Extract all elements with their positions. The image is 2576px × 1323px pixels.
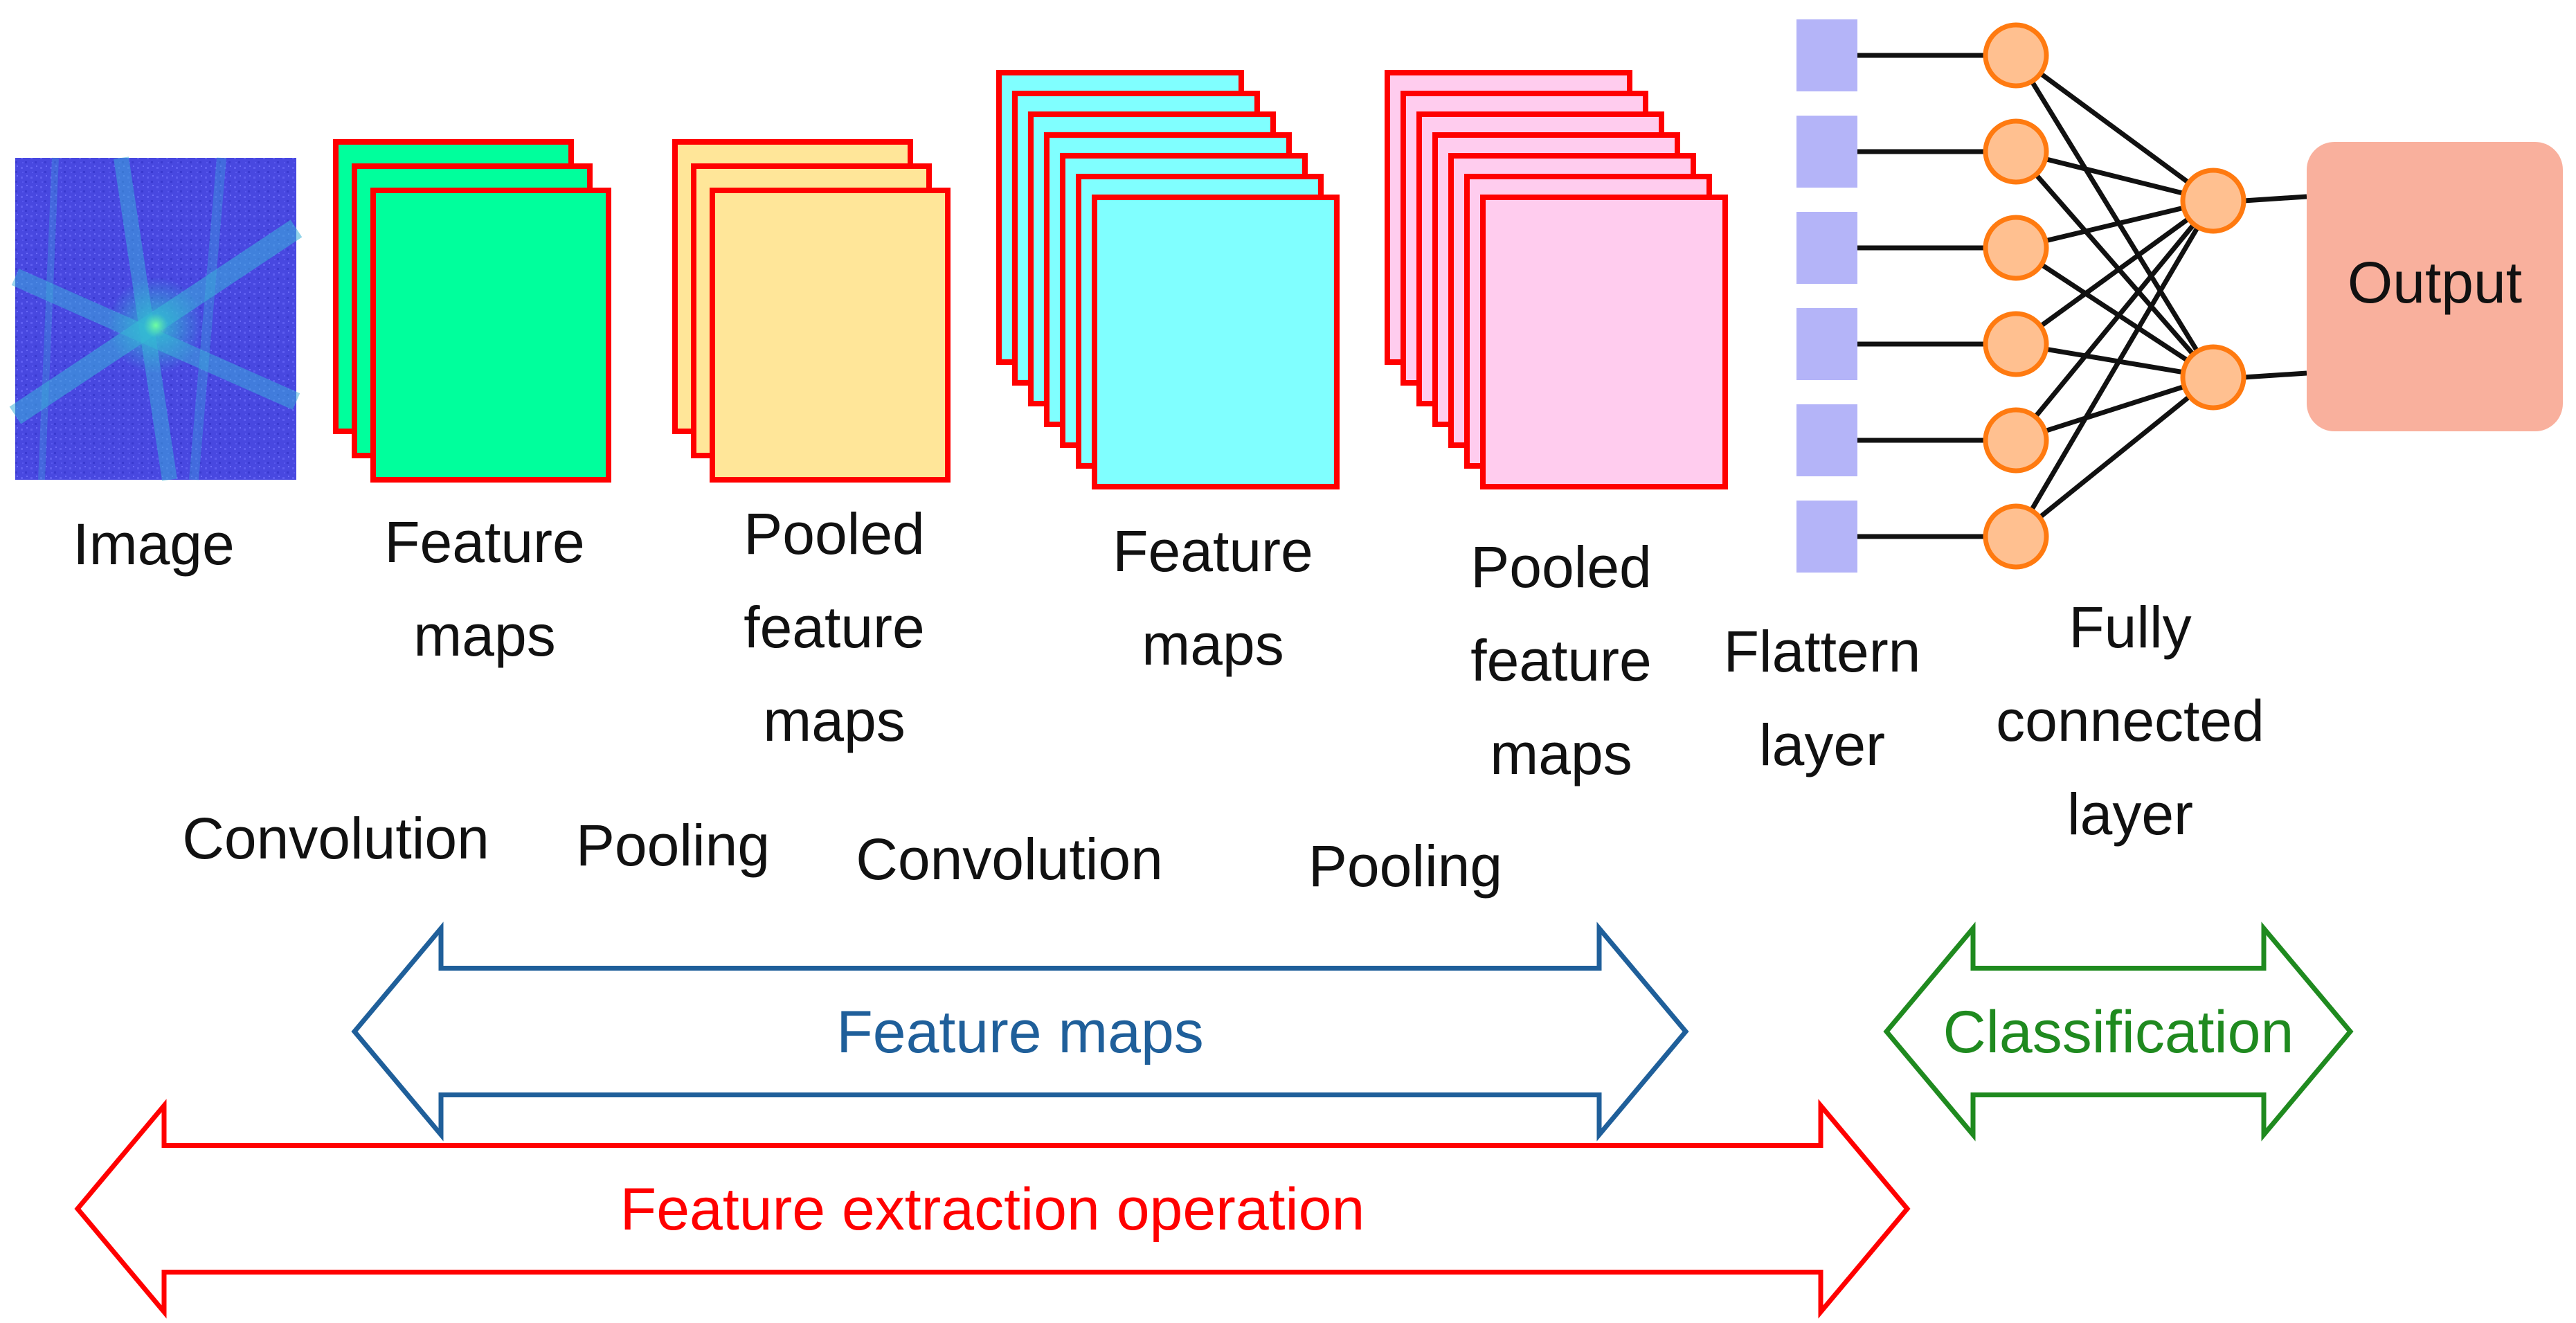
hidden-neuron (1983, 311, 2049, 377)
pooling-label-1: Pooling (576, 813, 770, 878)
pooled-feature-maps-stack-1 (672, 139, 951, 483)
dense-connection (2015, 149, 2214, 204)
hidden-neuron (1983, 215, 2049, 281)
dense-connection (2015, 246, 2215, 379)
feature-maps-arrow-label: Feature maps (836, 999, 1204, 1065)
flatten-unit (1796, 19, 1857, 91)
output-connection (2243, 194, 2307, 204)
feature-map-sheet (370, 188, 611, 483)
feature-map-sheet (1092, 195, 1340, 489)
pooling-label-2: Pooling (1308, 834, 1502, 899)
dense-connection (2014, 199, 2215, 442)
flatten-unit (1796, 501, 1857, 573)
feature-maps-stack-2 (996, 70, 1340, 489)
feature-extraction-arrow-label: Feature extraction operation (620, 1176, 1365, 1243)
output-connection (2243, 370, 2307, 380)
output-label: Output (2348, 250, 2522, 315)
output-neuron (2180, 168, 2246, 234)
hidden-neuron (1983, 503, 2049, 570)
dense-connection (2014, 199, 2215, 346)
feature-maps-stack-1 (333, 139, 611, 483)
feature-map-sheet (1480, 195, 1728, 489)
hidden-neuron (1983, 118, 2049, 185)
dense-connection (2014, 375, 2215, 539)
dense-connection (2014, 150, 2215, 379)
convolution-label-2: Convolution (856, 827, 1163, 892)
dense-connection (2015, 341, 2214, 380)
classification-arrow (1883, 921, 2354, 1142)
feature-maps-arrow (351, 921, 1689, 1142)
dense-connection (2014, 53, 2215, 203)
flatten-unit (1796, 404, 1857, 476)
image-label: Image (73, 512, 234, 577)
dense-connection (2015, 198, 2214, 251)
pooled-feature-maps-stack-2 (1385, 70, 1728, 489)
dense-connection (2015, 375, 2215, 443)
convolution-label-1: Convolution (182, 806, 489, 871)
classification-arrow-label: Classification (1943, 999, 2294, 1065)
hidden-neuron (1983, 22, 2049, 89)
feature-map-sheet (710, 188, 951, 483)
dense-connection (2013, 199, 2216, 538)
flatten-unit (1796, 116, 1857, 188)
feature-extraction-arrow (74, 1099, 1911, 1319)
output-neuron (2180, 344, 2246, 411)
hidden-neuron (1983, 407, 2049, 474)
flatten-unit (1796, 308, 1857, 380)
output-box (2307, 142, 2563, 431)
flatten-unit (1796, 212, 1857, 284)
input-image (9, 156, 303, 481)
dense-connection (2014, 54, 2215, 379)
